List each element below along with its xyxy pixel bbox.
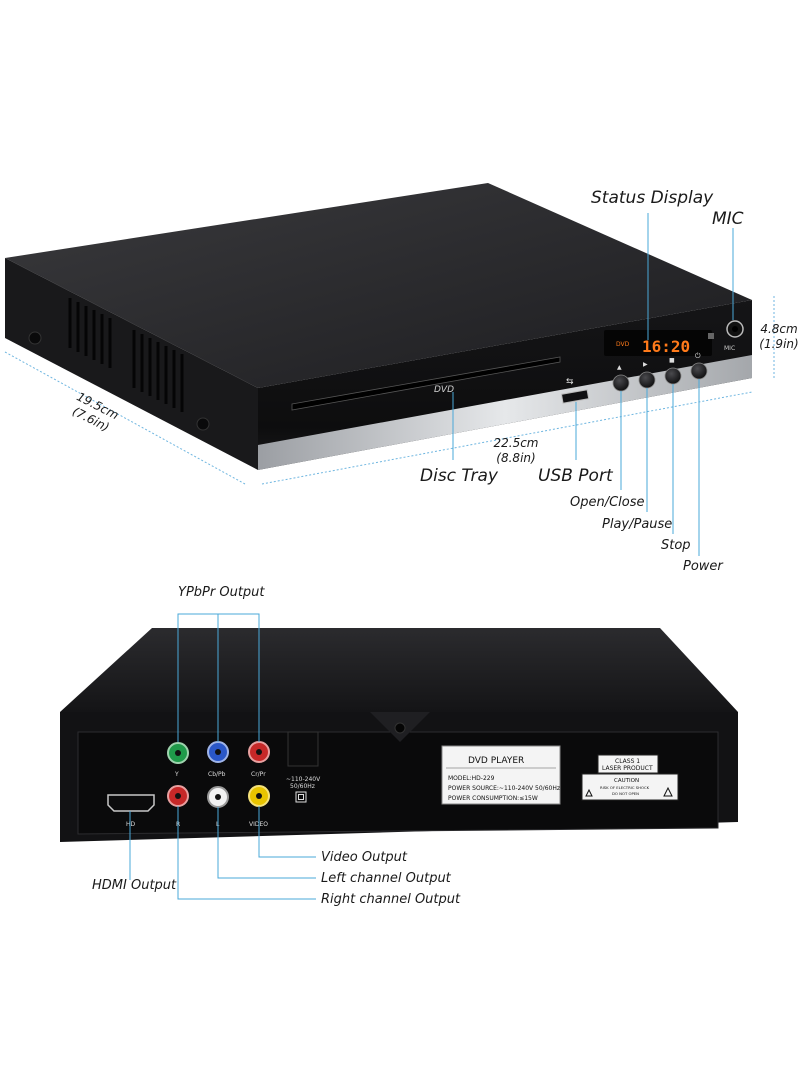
label-right-output: Right channel Output: [321, 892, 461, 907]
label-power: Power: [683, 559, 723, 574]
label-open-close: Open/Close: [570, 495, 645, 510]
mic-jack-hole: [732, 326, 738, 332]
dimension-width: 22.5cm (8.8in): [476, 436, 556, 466]
label-video-output: Video Output: [321, 850, 407, 865]
dimension-lines: [4, 296, 775, 485]
power-socket-cover: [287, 731, 319, 767]
eject-icon: ▲: [617, 364, 622, 371]
front-leader-lines: [452, 213, 734, 556]
stop-icon: ■: [669, 357, 675, 364]
front-unit: DVD ⇆ DVD 16:20 ▲ ▶ ■ ⏻ MIC: [5, 183, 752, 470]
dimension-width-in: (8.8in): [496, 451, 536, 465]
label-usb-port: USB Port: [538, 466, 613, 486]
side-screw-left: [28, 331, 42, 345]
open-close-button: [612, 374, 630, 392]
label-stop: Stop: [661, 538, 691, 553]
stop-button: [664, 367, 682, 385]
port-label-hd: HD: [126, 821, 136, 828]
usb-port: [560, 389, 590, 404]
laser-label: [597, 754, 659, 774]
usb-icon: ⇆: [566, 377, 574, 387]
port-label-cr: Cr/Pr: [251, 771, 266, 778]
play-pause-icon: ▶: [643, 361, 648, 368]
display-mode-text: DVD: [616, 341, 630, 348]
caution-warning-icon-right: [663, 786, 673, 797]
power-button: [690, 362, 708, 380]
port-label-y: Y: [174, 771, 179, 778]
laser-line2: LASER PRODUCT: [602, 765, 653, 772]
back-unit: ~110-240V 50/60Hz Y Cb/Pb Cr/Pr HD R L V…: [60, 628, 738, 842]
side-vents-right: [132, 330, 184, 412]
mic-indicator: [708, 333, 714, 339]
label-status-display: Status Display: [591, 188, 714, 208]
power-symbol-inner: [298, 794, 304, 800]
plate-title: DVD PLAYER: [468, 756, 524, 766]
label-left-output: Left channel Output: [321, 871, 451, 886]
dimension-height-in: (1.9in): [759, 337, 799, 351]
disc-tray-slot: [291, 356, 561, 411]
front-unit-top: [5, 183, 752, 388]
side-screw-right: [196, 417, 210, 431]
back-leader-lines: [129, 613, 316, 900]
caution-warning-icon-left: [585, 788, 593, 797]
dimension-height: 4.8cm (1.9in): [758, 322, 800, 352]
rating-plate: [441, 745, 561, 805]
label-mic: MIC: [712, 209, 744, 229]
dimension-width-cm: 22.5cm: [493, 436, 539, 450]
plate-model: MODEL:HD-229: [448, 775, 495, 782]
side-vents-left: [68, 298, 112, 368]
laser-line1: CLASS 1: [615, 758, 640, 765]
mic-small-text: MIC: [724, 345, 735, 352]
front-buttons: ▲ ▶ ■ ⏻: [612, 352, 708, 392]
plate-consumption: POWER CONSUMPTION:≤15W: [448, 795, 538, 802]
play-pause-button: [638, 371, 656, 389]
hdmi-port: [107, 794, 155, 812]
caution-line2: DO NOT OPEN: [612, 791, 639, 796]
back-unit-top: [60, 628, 738, 712]
plate-source: POWER SOURCE:~110-240V 50/60Hz: [448, 785, 560, 792]
caution-label: [581, 773, 679, 801]
status-display: [604, 330, 712, 356]
display-time-text: 16:20: [642, 337, 690, 356]
label-play-pause: Play/Pause: [602, 517, 673, 532]
label-ypbpr-output: YPbPr Output: [178, 585, 265, 600]
dimension-height-cm: 4.8cm: [760, 322, 798, 336]
label-hdmi-output: HDMI Output: [92, 878, 177, 893]
power-input-line1: ~110-240V: [286, 776, 321, 783]
back-screw: [394, 722, 406, 734]
port-label-cb: Cb/Pb: [208, 771, 226, 778]
label-disc-tray: Disc Tray: [420, 466, 498, 486]
front-unit-left-side: [5, 258, 258, 470]
power-symbol: [295, 791, 307, 803]
caution-title: CAUTION: [614, 778, 639, 784]
rca-jacks: [167, 741, 270, 808]
power-icon: ⏻: [695, 352, 701, 360]
caution-line1: RISK OF ELECTRIC SHOCK: [600, 785, 650, 790]
power-input-line2: 50/60Hz: [290, 783, 315, 790]
tray-logo: DVD: [434, 385, 454, 395]
